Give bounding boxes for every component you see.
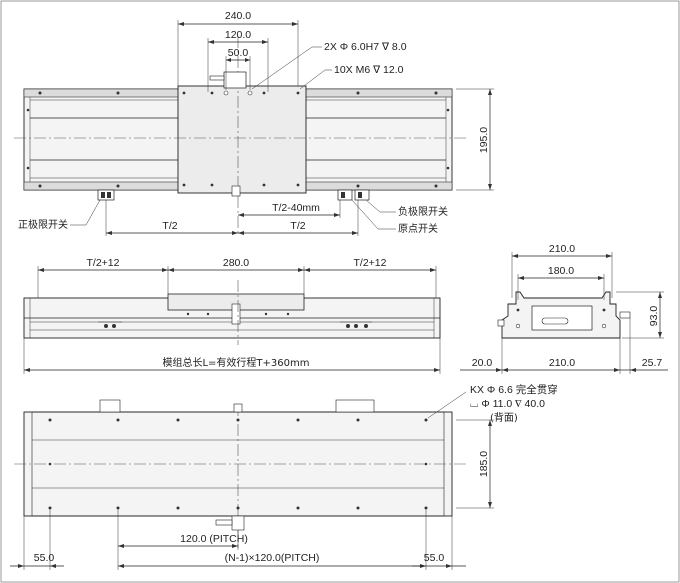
note-2x-dowel: 2X Φ 6.0H7 ∇ 8.0 [324, 41, 407, 53]
note-back-side: (背面) [490, 411, 518, 424]
bottom-view: KX Φ 6.6 完全贯穿 ⌴ Φ 11.0 ∇ 40.0 (背面) 185.0… [10, 383, 558, 570]
dim-55-right: 55.0 [424, 552, 445, 564]
note-kx-through-hole: KX Φ 6.6 完全贯穿 [470, 383, 558, 396]
dim-20: 20.0 [472, 357, 493, 369]
dim-195: 195.0 [478, 127, 490, 153]
dim-25-7: 25.7 [642, 357, 663, 369]
note-10x-thread: 10X M6 ∇ 12.0 [334, 64, 404, 76]
dim-t2-12-right: T/2+12 [354, 257, 387, 269]
neg-limit-switch [337, 189, 370, 201]
dim-pitch: 120.0 (PITCH) [180, 533, 248, 545]
top-bracket [223, 71, 247, 89]
dim-t2-40: T/2-40mm [272, 202, 320, 214]
dim-55-left: 55.0 [34, 552, 55, 564]
label-neg-limit-switch: 负极限开关 [398, 205, 448, 218]
pos-limit-switch [97, 189, 115, 201]
dim-210-bottom: 210.0 [549, 357, 575, 369]
dim-t2-12-left: T/2+12 [87, 257, 120, 269]
end-view: 210.0 180.0 93.0 20.0 210.0 25.7 [460, 243, 668, 374]
dim-n-pitch: (N-1)×120.0(PITCH) [225, 552, 320, 564]
slide-plate-top [177, 85, 307, 194]
dim-50: 50.0 [228, 47, 249, 59]
side-view: T/2+12 280.0 T/2+12 模组总长L=有效行程T+360mm [23, 257, 441, 374]
dim-120: 120.0 [225, 29, 251, 41]
dim-185: 185.0 [478, 451, 490, 477]
label-origin-switch: 原点开关 [398, 222, 438, 235]
total-length-note: 模组总长L=有效行程T+360mm [162, 356, 309, 369]
dim-93: 93.0 [648, 306, 660, 327]
dim-240: 240.0 [225, 10, 251, 22]
dim-280: 280.0 [223, 257, 249, 269]
dim-t2-right: T/2 [290, 220, 305, 232]
dim-t2-left: T/2 [162, 220, 177, 232]
dim-210-top: 210.0 [549, 243, 575, 255]
note-counterbore: ⌴ Φ 11.0 ∇ 40.0 [470, 398, 545, 410]
label-pos-limit-switch: 正极限开关 [18, 218, 68, 231]
top-view: 240.0 120.0 50.0 2X Φ 6.0H7 ∇ 8.0 10X M6… [14, 10, 494, 236]
dim-180: 180.0 [548, 265, 574, 277]
